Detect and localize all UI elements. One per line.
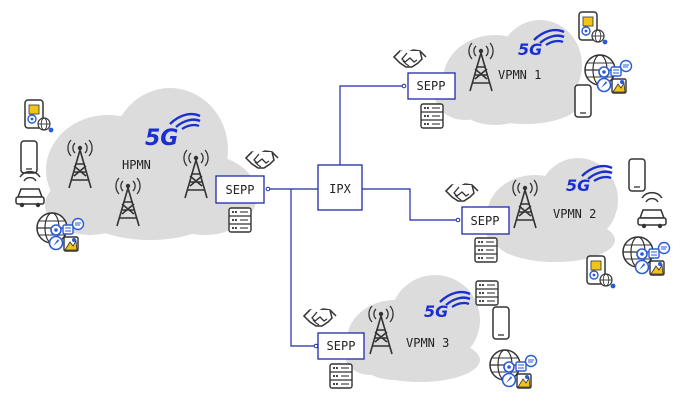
server-icon <box>475 280 499 306</box>
svg-text:5G: 5G <box>566 176 590 195</box>
car-icon <box>15 170 45 208</box>
handshake-icon <box>393 49 427 68</box>
server-icon <box>420 103 444 129</box>
handshake-icon <box>445 183 479 202</box>
sepp-vpmn2: SEPP <box>461 206 510 235</box>
server-icon <box>228 207 252 233</box>
sepp-vpmn2-label: SEPP <box>471 214 500 228</box>
phone-app-icon <box>578 11 609 46</box>
hpmn-5g-badge: 5G <box>145 112 202 151</box>
smartphone-icon <box>492 306 510 340</box>
sepp-vpmn1-label: SEPP <box>417 79 446 93</box>
svg-text:5G: 5G <box>518 40 542 59</box>
server-icon <box>474 237 498 263</box>
ipx-node: IPX <box>317 164 363 211</box>
globe-apps-icon <box>584 54 633 94</box>
svg-text:5G: 5G <box>145 126 178 151</box>
globe-apps-icon <box>622 236 671 276</box>
sepp-home-label: SEPP <box>226 183 255 197</box>
sepp-vpmn3-label: SEPP <box>327 339 356 353</box>
vpmn1-label: VPMN 1 <box>498 68 541 82</box>
vpmn3-label: VPMN 3 <box>406 336 449 350</box>
handshake-icon <box>245 150 279 169</box>
phone-app-icon <box>586 255 617 290</box>
phone-app-icon <box>24 99 55 134</box>
connector-dots <box>265 83 461 349</box>
car-icon <box>637 191 667 229</box>
svg-text:5G: 5G <box>424 302 448 321</box>
sepp-home: SEPP <box>215 175 265 204</box>
link-ipx-v2 <box>362 188 458 221</box>
hpmn-label: HPMN <box>122 158 151 172</box>
vpmn2-label: VPMN 2 <box>553 207 596 221</box>
vpmn3-5g-badge: 5G <box>424 290 472 321</box>
smartphone-icon <box>628 158 646 192</box>
sepp-vpmn3: SEPP <box>317 332 365 360</box>
server-icon <box>329 363 353 389</box>
globe-apps-icon <box>489 349 538 389</box>
vpmn1-5g-badge: 5G <box>518 28 566 59</box>
ipx-label: IPX <box>329 182 351 196</box>
link-ipx-v1 <box>339 85 404 165</box>
smartphone-icon <box>574 84 592 118</box>
sepp-vpmn1: SEPP <box>407 72 456 100</box>
vpmn2-5g-badge: 5G <box>566 164 614 195</box>
link-home-v3 <box>290 189 316 347</box>
smartphone-icon <box>20 140 38 174</box>
connection-lines <box>268 85 458 347</box>
handshake-icon <box>303 308 337 327</box>
